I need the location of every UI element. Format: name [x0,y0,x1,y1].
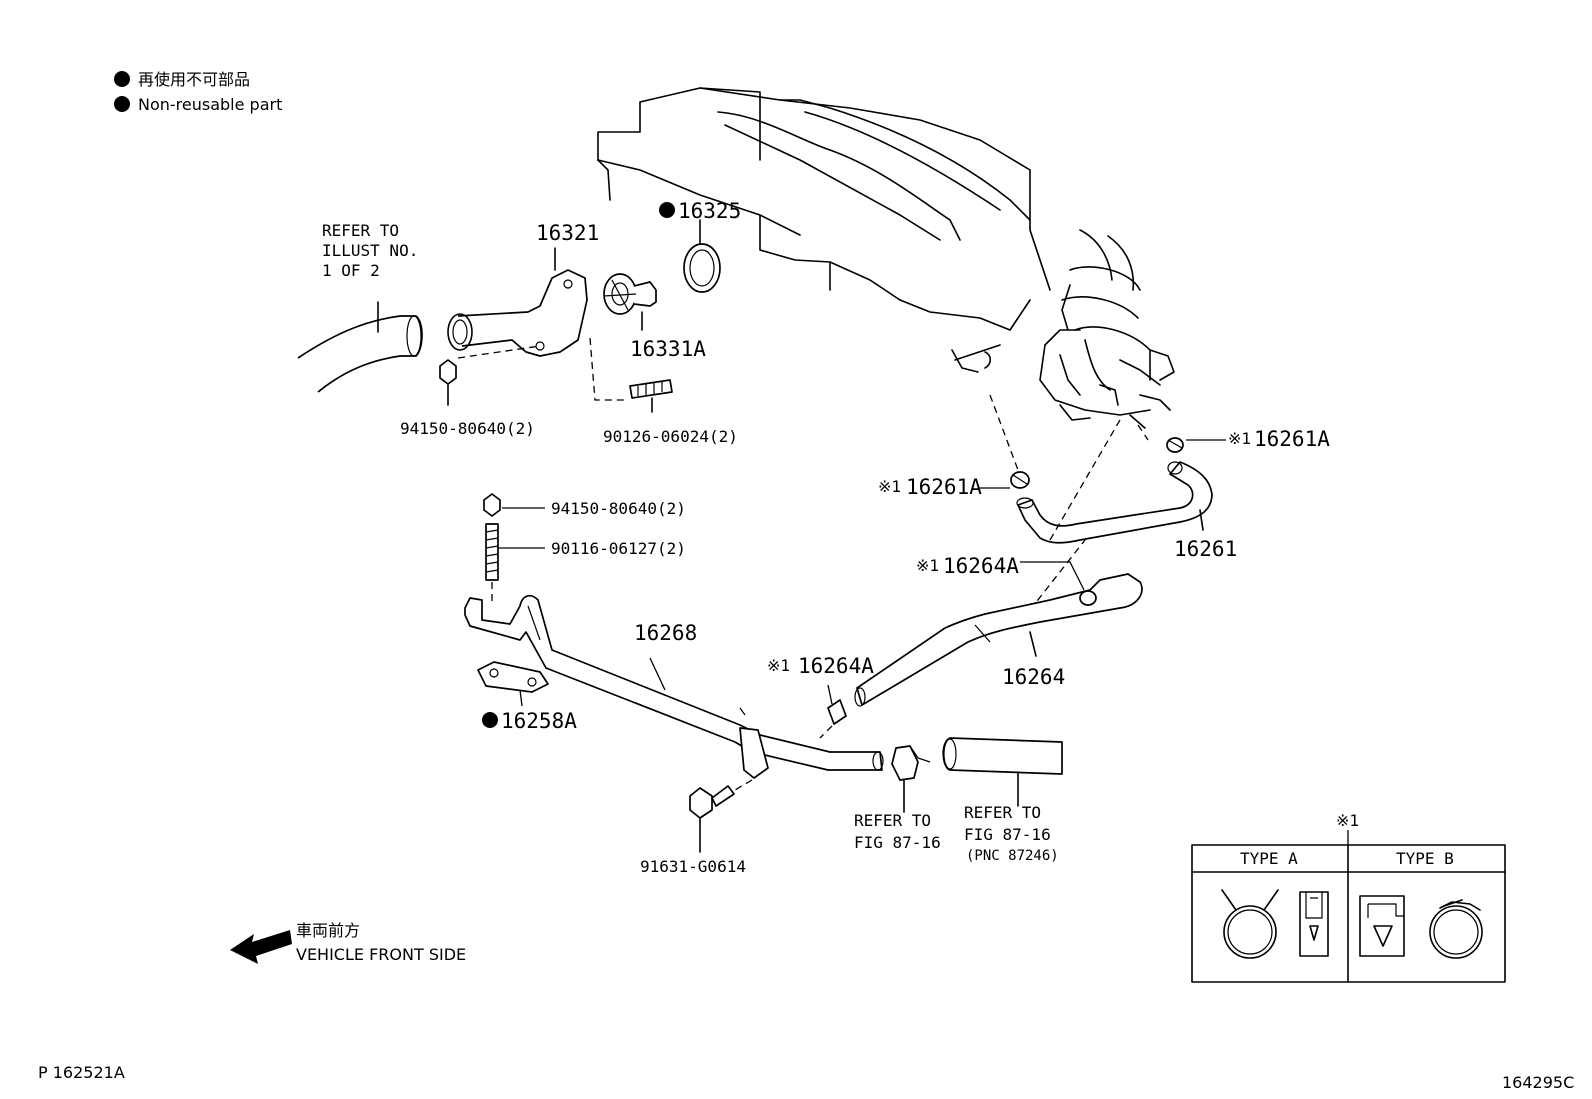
clip-icon [1079,590,1097,606]
part-labels: 16321 16325 16331A 94150-80640(2) 90126-… [400,199,1330,876]
label-16264A-lower: 16264A [798,654,874,678]
water-pipe-group [464,493,1063,853]
type-b-clip-side-icon [1359,895,1405,957]
label-16264: 16264 [1002,665,1065,689]
bullet-icon [482,712,498,728]
label-16261A-right: 16261A [1254,427,1330,451]
note-mark: ※1 [878,477,901,496]
footer-right-code: 164295C [1502,1073,1574,1092]
refer-fig2-line1: REFER TO [964,803,1041,822]
type-b-label: TYPE B [1396,849,1454,868]
note-mark: ※1 [1228,429,1251,448]
front-arrow-icon [230,930,292,964]
refer-illust-line2: ILLUST NO. [322,241,418,260]
type-box-mark: ※1 [1336,811,1359,830]
label-16261: 16261 [1174,537,1237,561]
label-91631: 91631-G0614 [640,857,746,876]
label-94150-top: 94150-80640(2) [400,419,535,438]
bullet-icon [114,71,130,87]
refer-illust-line3: 1 OF 2 [322,261,380,280]
label-16261A-left: 16261A [906,475,982,499]
vehicle-front-indicator: 車両前方 VEHICLE FRONT SIDE [230,921,466,964]
legend: 再使用不可部品 Non-reusable part [114,70,282,114]
label-90126: 90126-06024(2) [603,427,738,446]
bullet-icon [659,202,675,218]
legend-line-1: 再使用不可部品 [138,70,250,89]
type-a-label: TYPE A [1240,849,1298,868]
label-16325: 16325 [678,199,741,223]
note-mark: ※1 [767,656,790,675]
refer-fig1-line1: REFER TO [854,811,931,830]
refer-fig1-line2: FIG 87-16 [854,833,941,852]
legend-line-2: Non-reusable part [138,95,282,114]
bullet-icon [114,96,130,112]
engine-block [597,87,1175,429]
note-mark: ※1 [916,556,939,575]
reference-labels: REFER TO ILLUST NO. 1 OF 2 REFER TO FIG … [322,221,1059,864]
type-b-clamp-icon [1429,899,1483,959]
label-16268: 16268 [634,621,697,645]
refer-illust-line1: REFER TO [322,221,399,240]
footer-left-code: P 162521A [38,1063,125,1082]
label-16264A-upper: 16264A [943,554,1019,578]
label-16321: 16321 [536,221,599,245]
front-label-jp: 車両前方 [296,921,360,940]
front-label-en: VEHICLE FRONT SIDE [296,945,466,964]
label-90116: 90116-06127(2) [551,539,686,558]
type-a-clamp-icon [1221,889,1279,959]
refer-fig2-line2: FIG 87-16 [964,825,1051,844]
clip-icon [827,699,847,725]
refer-fig2-line3: (PNC 87246) [966,848,1059,864]
label-16331A: 16331A [630,337,706,361]
clip-type-legend: ※1 TYPE A TYPE B [1191,811,1506,983]
bypass-hoses [819,394,1213,739]
label-94150-mid: 94150-80640(2) [551,499,686,518]
label-16258A: 16258A [501,709,577,733]
clip-icon [1166,437,1184,453]
type-a-clip-side-icon [1299,891,1329,957]
water-inlet-group [297,219,721,413]
clip-icon [1010,471,1030,489]
